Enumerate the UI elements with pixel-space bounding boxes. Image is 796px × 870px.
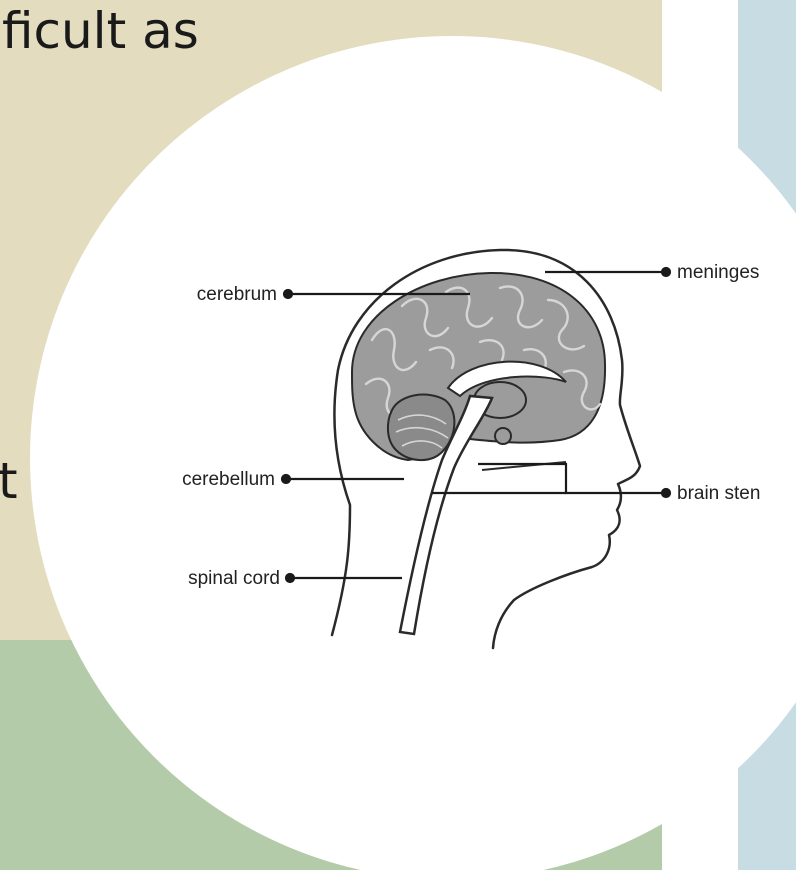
label-cerebrum: cerebrum [197,284,277,305]
label-spinal-cord: spinal cord [188,568,280,589]
pituitary-shape [495,428,511,444]
meninges-leader-dot [662,268,670,276]
label-cerebellum: cerebellum [182,469,275,490]
label-meninges: meninges [677,262,759,283]
brain-stem-leader-dot [662,489,670,497]
spinal-cord-leader-dot [286,574,294,582]
cerebrum-leader-dot [284,290,292,298]
label-brain-stem: brain sten [677,483,760,504]
cerebellum-leader-dot [282,475,290,483]
